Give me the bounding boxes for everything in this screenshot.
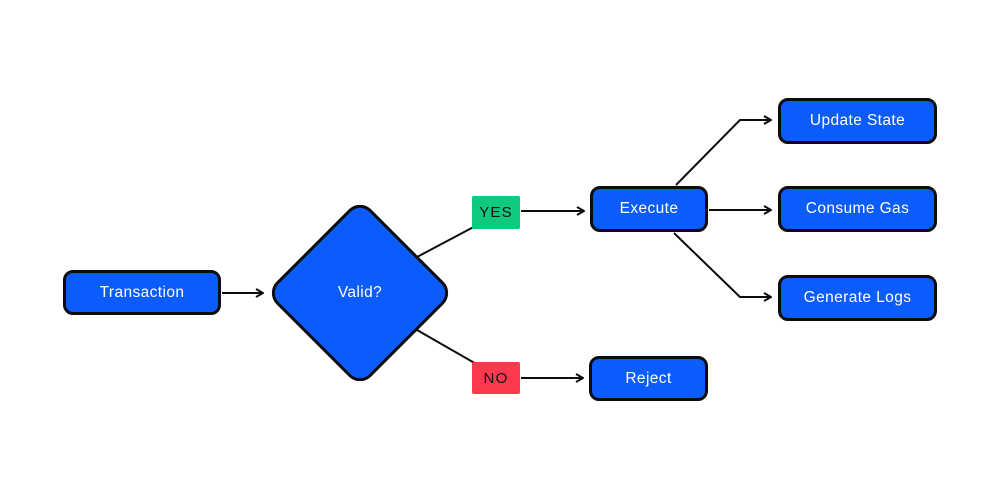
node-consume-gas[interactable]: Consume Gas [778,186,937,232]
edge-execute-generate-logs [673,232,772,302]
node-update-state-label: Update State [809,112,906,129]
node-valid-label: Valid? [337,284,383,301]
edge-label-no: NO [472,362,520,394]
node-execute[interactable]: Execute [590,186,708,232]
edge-label-no-text: NO [483,369,509,387]
node-transaction[interactable]: Transaction [63,270,221,315]
node-transaction-label: Transaction [99,283,185,301]
node-generate-logs-label: Generate Logs [803,289,912,306]
node-generate-logs[interactable]: Generate Logs [778,275,937,321]
node-update-state[interactable]: Update State [778,98,937,144]
node-reject-label: Reject [625,369,672,387]
node-execute-label: Execute [619,200,679,217]
node-reject[interactable]: Reject [589,356,708,401]
edge-label-yes-text: YES [479,204,513,221]
node-consume-gas-label: Consume Gas [805,200,910,217]
node-valid[interactable]: Valid? [265,198,455,388]
edge-execute-update-state [675,115,772,186]
edge-label-yes: YES [472,196,520,229]
